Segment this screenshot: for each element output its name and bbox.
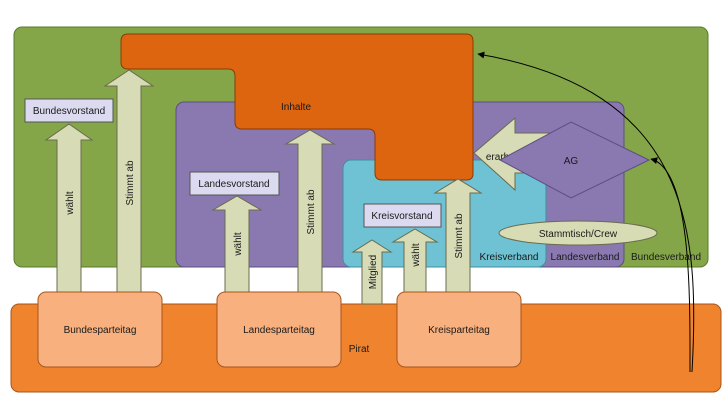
inhalte-shape xyxy=(120,33,474,181)
landes-waehlt-label: wählt xyxy=(233,232,244,257)
kreisvorstand-label: Kreisvorstand xyxy=(371,211,432,222)
ag-label: AG xyxy=(564,156,579,167)
landes-waehlt-arrow xyxy=(211,195,263,296)
mitglied-arrow xyxy=(351,239,393,305)
bundesvorstand-label: Bundesvorstand xyxy=(33,106,105,117)
kreisverband-label: Kreisverband xyxy=(480,252,539,263)
stammtisch-ellipse xyxy=(498,220,658,246)
bundes-waehlt-arrow xyxy=(44,123,94,296)
bundes-waehlt-label: wählt xyxy=(65,191,76,216)
kreis-waehlt-arrow xyxy=(391,228,439,296)
bundesverband-label: Bundesverband xyxy=(631,252,701,263)
pirat-label: Pirat xyxy=(349,344,370,355)
ag-diamond xyxy=(498,121,651,199)
inhalte-label: Inhalte xyxy=(281,102,311,113)
bundes-stimmt-ab-label: Stimmt ab xyxy=(125,160,136,205)
kreisparteitag-box xyxy=(396,291,522,368)
landesvorstand-label: Landesvorstand xyxy=(198,179,269,190)
landesverband-label: Landesverband xyxy=(551,252,620,263)
kreis-waehlt-label: wählt xyxy=(411,243,422,268)
pirat-to-ag-connector xyxy=(650,157,691,373)
mitglied-label: Mitglied xyxy=(368,255,379,289)
kreis-stimmt-ab-arrow xyxy=(433,178,483,296)
kreisvorstand-box xyxy=(363,203,442,228)
landesvorstand-box xyxy=(189,171,280,196)
bundesvorstand-box xyxy=(24,98,114,123)
bundesparteitag-label: Bundesparteitag xyxy=(64,325,137,336)
bundesparteitag-box xyxy=(37,291,163,368)
kreis-stimmt-ab-label: Stimmt ab xyxy=(454,213,465,258)
landes-stimmt-ab-label: Stimmt ab xyxy=(306,189,317,234)
pirat-to-inhalte-connector xyxy=(477,51,695,373)
landes-stimmt-ab-arrow xyxy=(284,129,336,296)
landesparteitag-label: Landesparteitag xyxy=(243,325,315,336)
bundes-stimmt-ab-arrow xyxy=(103,69,155,296)
kreisparteitag-label: Kreisparteitag xyxy=(428,325,490,336)
stammtisch-label: Stammtisch/Crew xyxy=(539,229,618,240)
landesparteitag-box xyxy=(216,291,342,368)
